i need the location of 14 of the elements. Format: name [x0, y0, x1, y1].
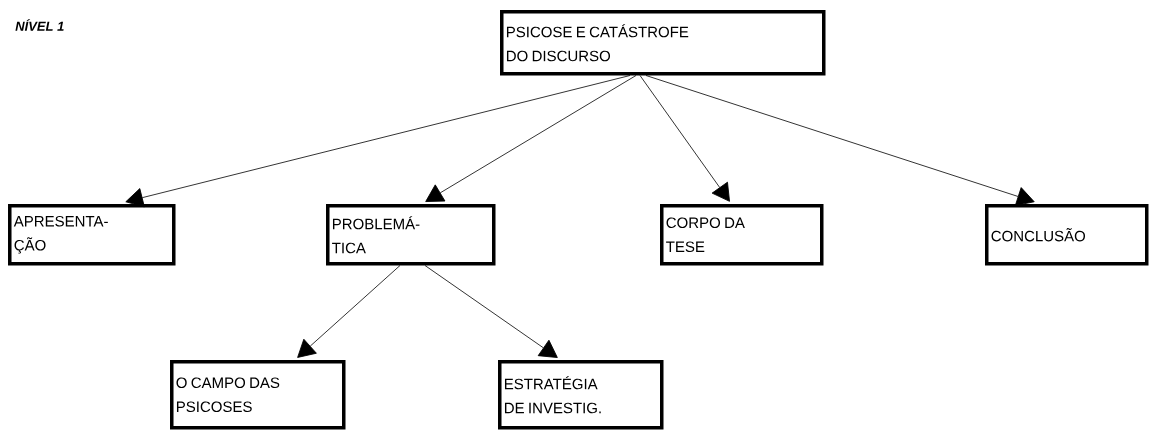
text-box: APRESENTA- ÇÃO [8, 204, 176, 266]
level-label: NÍVEL 1 [15, 19, 64, 31]
arrow [645, 75, 1035, 206]
text-box: PSICOSE E CATÁSTROFE DO DISCURSO [500, 10, 826, 76]
arrow [424, 265, 558, 358]
arrow [425, 75, 637, 202]
arrow [125, 75, 631, 208]
arrow [297, 265, 401, 358]
text-box: CORPO DA TESE [660, 204, 824, 266]
text-box: CONCLUSÃO [985, 204, 1149, 266]
arrow [639, 75, 730, 202]
text-box: PROBLEMÁ- TICA [326, 204, 496, 266]
text-box: O CAMPO DAS PSICOSES [170, 360, 346, 430]
text-box: ESTRATÉGIA DE INVESTIG. [498, 360, 664, 430]
